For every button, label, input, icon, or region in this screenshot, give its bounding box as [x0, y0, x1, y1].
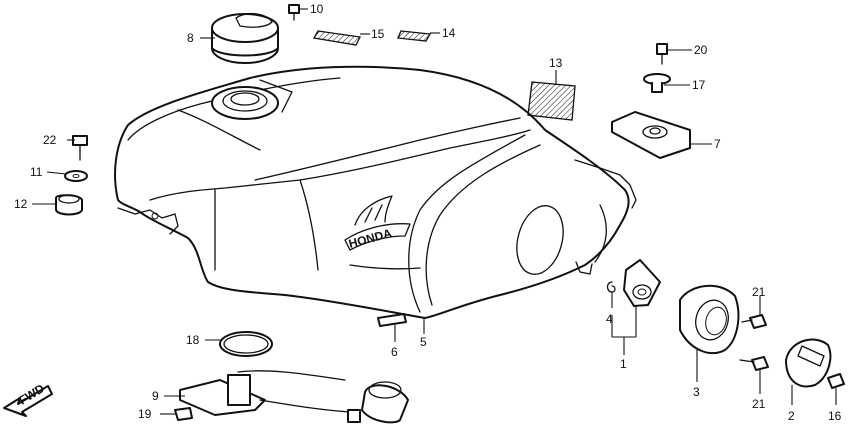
label-6: 6: [391, 345, 398, 359]
filler-cap: [211, 12, 279, 64]
label-12: 12: [14, 197, 28, 211]
callouts: 8 10 15 14 13 20 17 7 22 11 12 18 9 19 6…: [14, 2, 842, 423]
label-19: 19: [138, 407, 152, 421]
label-1: 1: [620, 357, 627, 371]
bolt-21-lower: [739, 356, 769, 371]
pad-13: [527, 81, 576, 121]
label-16: 16: [828, 409, 842, 423]
cover-3: [679, 284, 740, 355]
o-ring-18: [219, 331, 273, 357]
label-7: 7: [714, 137, 721, 151]
fuel-cock-1: [623, 259, 661, 307]
clip-4: [606, 281, 616, 293]
fwd-arrow: FWD: [3, 381, 53, 417]
leader-lines: [32, 8, 837, 415]
collar-17: [643, 73, 671, 93]
rear-mount-7: [611, 111, 691, 159]
washer-11: [64, 170, 88, 182]
label-4: 4: [606, 312, 613, 326]
bolt-20: [656, 43, 668, 65]
screw-19: [174, 407, 193, 421]
label-2: 2: [788, 409, 795, 423]
label-21-lower: 21: [752, 397, 766, 411]
label-10: 10: [310, 2, 324, 16]
label-22: 22: [43, 133, 57, 147]
rubber-12: [55, 194, 83, 216]
label-9: 9: [152, 389, 159, 403]
fuel-unit-9: [179, 370, 409, 424]
screw-16: [827, 373, 845, 389]
label-21-upper: 21: [752, 285, 766, 299]
knob-2: [785, 338, 832, 388]
label-20: 20: [694, 43, 708, 57]
bolt-10: [288, 4, 300, 21]
gasket-15: [312, 30, 361, 46]
label-3: 3: [693, 385, 700, 399]
label-18: 18: [186, 333, 200, 347]
label-8: 8: [187, 31, 194, 45]
label-17: 17: [692, 78, 706, 92]
rubber-6: [377, 313, 407, 327]
label-14: 14: [442, 26, 456, 40]
bolt-21-upper: [741, 314, 767, 329]
label-5: 5: [420, 335, 427, 349]
label-15: 15: [371, 27, 385, 41]
gasket-14: [397, 30, 432, 42]
label-13: 13: [549, 56, 563, 70]
bolt-22: [72, 135, 88, 161]
label-11: 11: [30, 165, 43, 179]
fuel-tank: HONDA: [114, 65, 637, 319]
